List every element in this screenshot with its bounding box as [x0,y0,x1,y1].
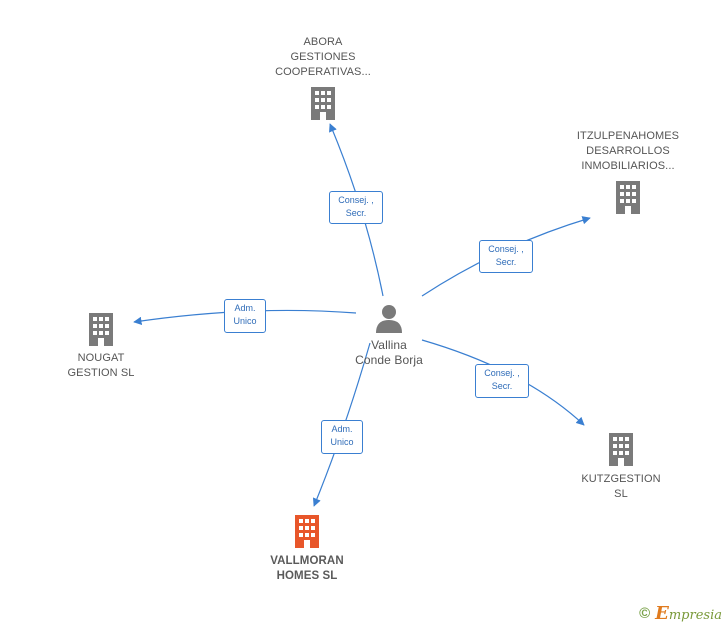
footer-branding: © Empresia [639,603,722,624]
company-node-itzulpena[interactable]: ITZULPENAHOMES DESARROLLOS INMOBILIARIOS… [563,129,693,214]
role-tag-nougat[interactable]: Adm. Unico [224,299,266,333]
role-tag-vallmoran[interactable]: Adm. Unico [321,420,363,454]
company-label-abora: ABORA GESTIONES COOPERATIVAS... [275,36,371,78]
company-node-nougat[interactable]: NOUGAT GESTION SL [51,312,151,381]
building-icon [609,433,633,466]
empresia-logo[interactable]: Empresia [655,603,722,624]
person-node[interactable]: Vallina Conde Borja [339,303,439,368]
building-icon [616,181,640,214]
building-icon [89,313,113,346]
company-node-abora[interactable]: ABORA GESTIONES COOPERATIVAS... [263,35,383,120]
company-label-kutz: KUTZGESTION SL [581,473,661,500]
role-tag-itzulpena[interactable]: Consej. , Secr. [479,240,533,273]
copyright-symbol: © [639,605,651,622]
person-icon [376,305,402,333]
company-node-kutz[interactable]: KUTZGESTION SL [571,432,671,502]
company-label-itzulpena: ITZULPENAHOMES DESARROLLOS INMOBILIARIOS… [576,130,680,172]
role-tag-abora[interactable]: Consej. , Secr. [329,191,383,224]
building-icon [295,515,319,548]
company-node-vallmoran[interactable]: VALLMORAN HOMES SL [257,514,357,584]
company-label-nougat: NOUGAT GESTION SL [67,352,135,379]
building-icon [311,87,335,120]
person-name: Vallina Conde Borja [355,338,423,367]
company-label-vallmoran: VALLMORAN HOMES SL [270,555,344,582]
role-tag-kutz[interactable]: Consej. , Secr. [475,364,529,398]
